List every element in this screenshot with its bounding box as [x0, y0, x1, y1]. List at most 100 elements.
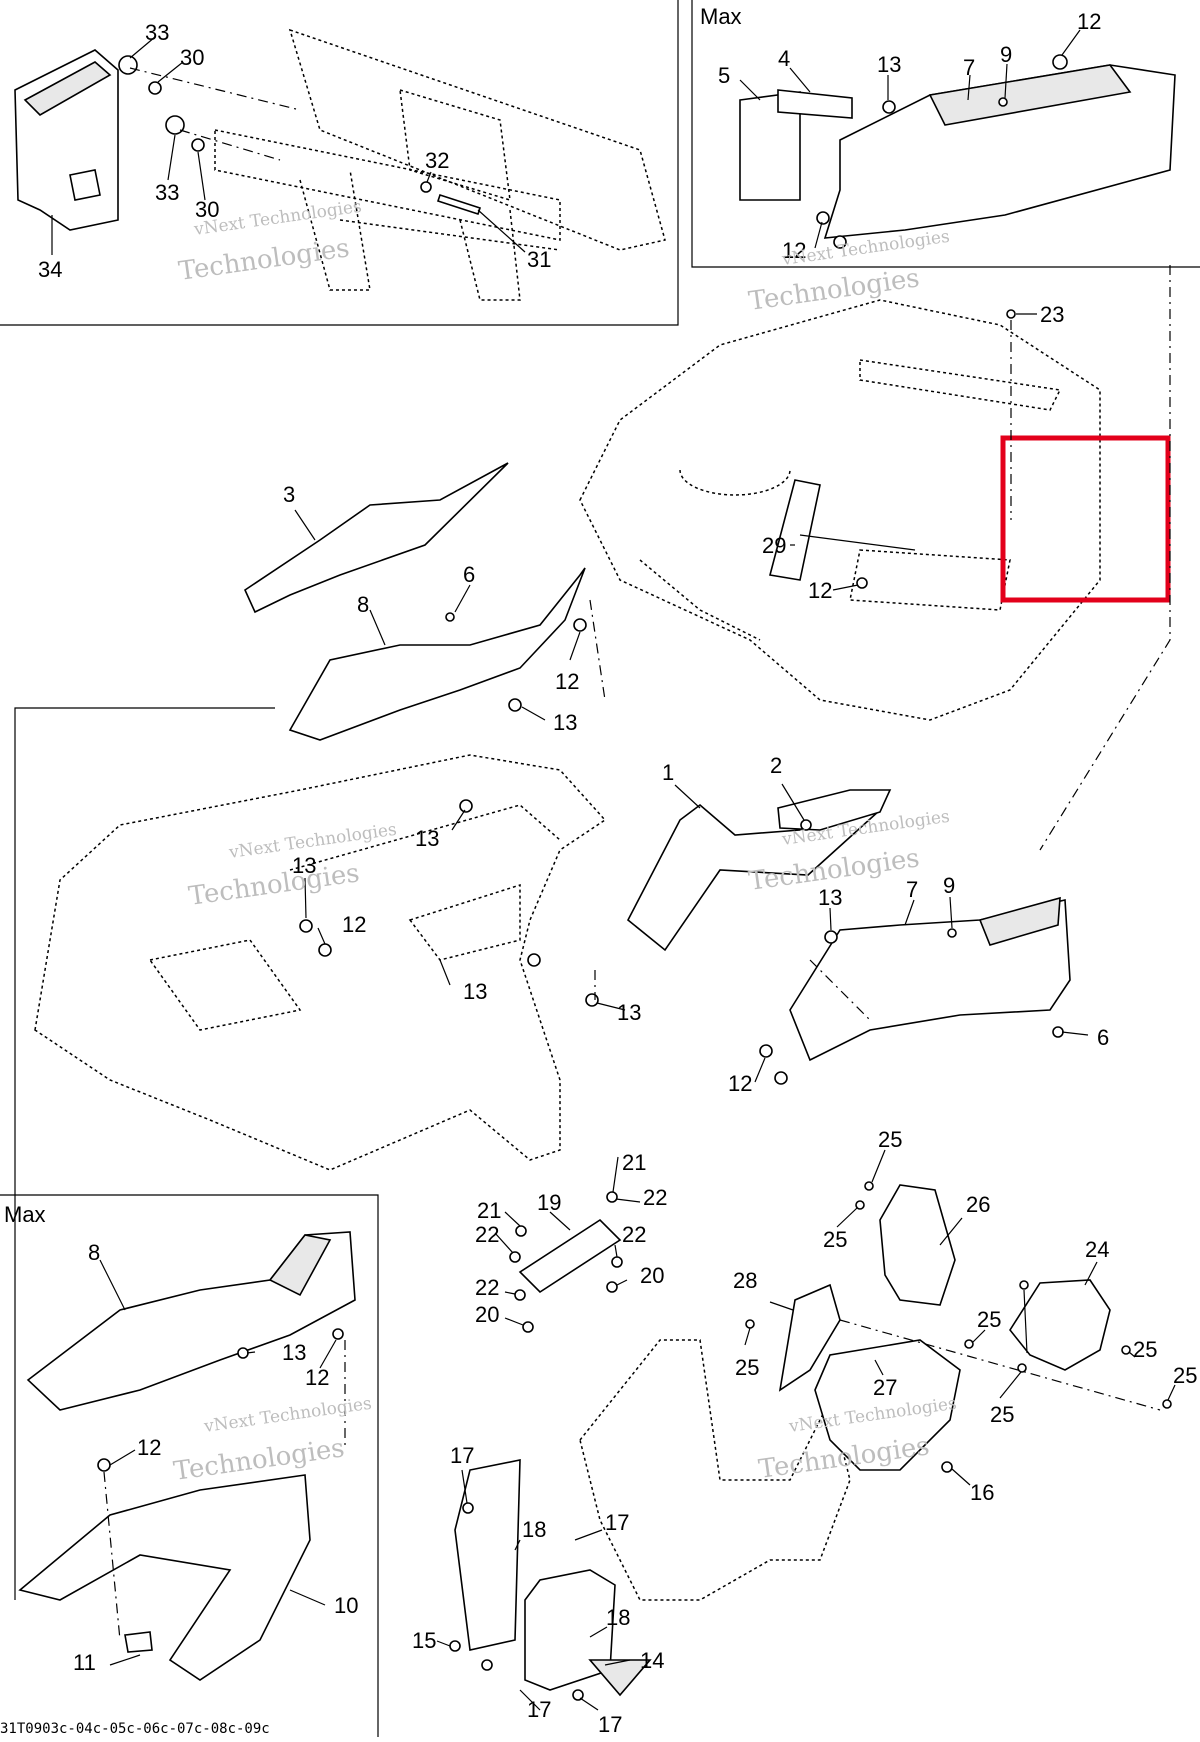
washer-icon — [509, 1251, 521, 1263]
washer-icon — [332, 1328, 344, 1340]
callout-number: 33 — [145, 20, 169, 45]
side-panel-8-illustration — [288, 567, 586, 741]
tr-hardware — [816, 54, 1068, 249]
washer-icon — [527, 953, 541, 967]
callout-number: 12 — [137, 1435, 161, 1460]
nut-icon — [191, 138, 205, 152]
bolt-icon — [964, 1339, 974, 1349]
callout-number: 13 — [818, 885, 842, 910]
watermark-text: Technologies — [747, 263, 922, 317]
callout-number: 25 — [823, 1227, 847, 1252]
bolt-icon — [1121, 1345, 1131, 1355]
washer-icon — [1052, 54, 1068, 70]
callout-number: 21 — [622, 1150, 646, 1175]
side-panel-7-illustration — [789, 896, 1071, 1062]
mid-right-hardware — [759, 819, 1064, 1085]
callouts-top-right: 5 4 13 7 9 12 12 — [718, 9, 1101, 263]
callout-number: 15 — [412, 1628, 436, 1653]
callout-number: 8 — [357, 592, 369, 617]
top-right-panel-title: Max — [700, 4, 742, 29]
side-panel-7-max-illustration — [823, 64, 1176, 239]
callout-number: 11 — [73, 1650, 96, 1675]
callout-number: 26 — [966, 1192, 990, 1217]
washer-icon — [459, 799, 473, 813]
assembly-lines — [14, 265, 1171, 1641]
bolt-icon — [947, 928, 957, 938]
callout-number: 16 — [970, 1480, 994, 1505]
washer-icon — [882, 100, 896, 114]
bolt-icon — [606, 1191, 618, 1203]
nut-icon — [1052, 1026, 1064, 1038]
callout-number: 13 — [415, 826, 439, 851]
trim-panel-3-illustration — [243, 462, 509, 614]
washer-icon — [514, 1289, 526, 1301]
callout-number: 31 — [527, 247, 551, 272]
bottom-centre-hardware — [449, 1191, 623, 1701]
callouts-middle: 23 3 6 8 29 12 12 13 1 2 13 9 7 6 12 13 … — [283, 302, 1109, 1096]
washer-icon — [833, 235, 847, 249]
bolt-icon — [1019, 1280, 1029, 1290]
rear-body-illustration — [579, 299, 1101, 721]
callout-number: 32 — [425, 148, 449, 173]
cover-26-illustration — [879, 1184, 956, 1306]
guard-28-illustration — [778, 1283, 841, 1392]
highlight-box — [1000, 435, 1171, 603]
callout-number: 1 — [662, 760, 674, 785]
callout-number: 12 — [782, 238, 806, 263]
callout-number: 13 — [617, 1000, 641, 1025]
washer-icon — [585, 993, 599, 1007]
callout-number: 12 — [342, 912, 366, 937]
washer-icon — [774, 1071, 788, 1085]
callouts-bottom-right: 25 26 25 24 28 25 27 25 25 25 25 16 — [733, 1127, 1197, 1505]
washer-icon — [856, 577, 868, 589]
bracket-19-illustration — [518, 1218, 622, 1294]
watermark-text: Technologies — [187, 858, 362, 912]
callout-number: 23 — [1040, 302, 1064, 327]
rear-bracket-34-illustration — [14, 49, 119, 231]
callout-number: 27 — [873, 1375, 897, 1400]
washer-icon — [237, 1347, 249, 1359]
side-panel-8-max-illustration — [26, 1231, 356, 1411]
bolt-icon — [572, 1689, 584, 1701]
callout-number: 25 — [878, 1127, 902, 1152]
callout-number: 18 — [606, 1605, 630, 1630]
callout-number: 34 — [38, 257, 62, 282]
watermark-text: Technologies — [172, 1433, 347, 1487]
callout-number: 28 — [733, 1268, 757, 1293]
callout-number: 19 — [537, 1190, 561, 1215]
callout-number: 13 — [463, 979, 487, 1004]
callout-number: 22 — [475, 1275, 499, 1300]
callout-number: 25 — [1173, 1363, 1197, 1388]
bumper-illustration — [454, 1339, 851, 1697]
callout-number: 21 — [477, 1198, 501, 1223]
washer-icon — [1006, 309, 1016, 319]
callout-number: 12 — [555, 669, 579, 694]
bolt-icon — [462, 1502, 474, 1514]
tl-hardware — [118, 55, 482, 216]
washer-icon — [573, 618, 587, 632]
leader-lines — [51, 29, 1176, 1711]
washer-icon — [824, 930, 838, 944]
callout-number: 14 — [640, 1648, 664, 1673]
callout-number: 7 — [963, 55, 975, 80]
bolt-icon — [745, 1319, 755, 1329]
nut-icon — [800, 819, 812, 831]
callout-number: 30 — [180, 45, 204, 70]
callouts-bottom-left: 8 13 12 12 10 11 — [73, 1240, 358, 1675]
bolt-icon — [515, 1225, 527, 1237]
callout-number: 13 — [282, 1340, 306, 1365]
inner-fender-29-illustration — [769, 479, 821, 581]
bolt-icon — [998, 97, 1008, 107]
callout-number: 22 — [622, 1222, 646, 1247]
bolt-icon — [864, 1181, 874, 1191]
bottom-left-panel-title: Max — [4, 1202, 46, 1227]
callout-number: 17 — [450, 1443, 474, 1468]
callout-number: 20 — [640, 1263, 664, 1288]
callout-number: 30 — [195, 197, 219, 222]
watermark-text: vNext Technologies — [202, 1394, 373, 1437]
washer-icon — [318, 943, 332, 957]
washer-icon — [508, 698, 522, 712]
callout-number: 29 — [762, 533, 786, 558]
bolt-icon — [855, 1200, 865, 1210]
